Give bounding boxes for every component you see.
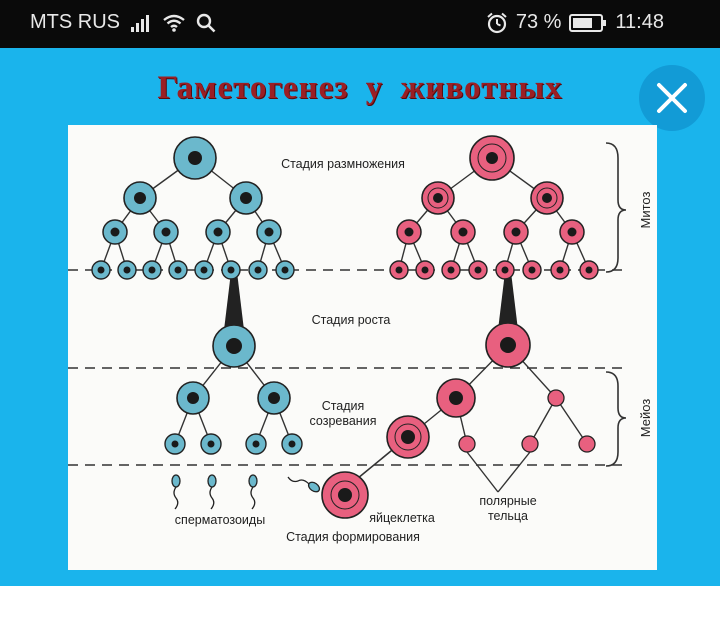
meiosis-label: Мейоз [638, 399, 653, 438]
polar-body [522, 436, 538, 452]
stage-maturation-line1: Стадия [322, 399, 365, 413]
sperm-cell [307, 480, 321, 493]
carrier-name: MTS RUS [30, 11, 120, 34]
sperm-label: сперматозоиды [175, 513, 265, 527]
signal-icon [130, 14, 152, 32]
male-cells [92, 137, 302, 454]
polar-body [459, 436, 475, 452]
status-right: 73 % 11:48 [486, 11, 664, 34]
polar-body [548, 390, 564, 406]
status-left: MTS RUS [30, 11, 216, 34]
diagram-svg: Митоз Мейоз [68, 125, 657, 570]
female-cells [322, 136, 598, 518]
clock: 11:48 [615, 11, 664, 34]
search-icon [196, 13, 216, 33]
growth-wedge-female [498, 272, 518, 330]
polar-body [579, 436, 595, 452]
alarm-icon [486, 12, 508, 34]
sperm-cells [172, 475, 321, 509]
wifi-icon [162, 14, 186, 32]
sperm-cell [172, 475, 180, 487]
bottom-blank-area [0, 586, 720, 627]
battery-percent: 73 % [516, 11, 562, 34]
mitosis-label: Митоз [638, 191, 653, 228]
close-icon [656, 82, 688, 114]
stage-growth: Стадия роста [312, 313, 391, 327]
polar-bodies-label-line2: тельца [488, 509, 528, 523]
polar-bodies-label-line1: полярные [479, 494, 536, 508]
mitosis-brace [606, 143, 626, 272]
battery-icon [569, 13, 607, 33]
sperm-cell [249, 475, 257, 487]
meiosis-brace [606, 372, 626, 466]
stage-maturation-line2: созревания [310, 414, 377, 428]
stage-multiplication: Стадия размножения [281, 157, 405, 171]
gametogenesis-diagram: Митоз Мейоз [68, 125, 657, 570]
growth-wedge-male [224, 272, 244, 330]
egg-label: яйцеклетка [369, 511, 435, 525]
close-button[interactable] [639, 65, 705, 131]
sperm-cell [208, 475, 216, 487]
image-title: Гаметогенез у животных [0, 70, 720, 107]
stage-formation: Стадия формирования [286, 530, 420, 544]
status-bar: MTS RUS 73 % [0, 0, 720, 48]
